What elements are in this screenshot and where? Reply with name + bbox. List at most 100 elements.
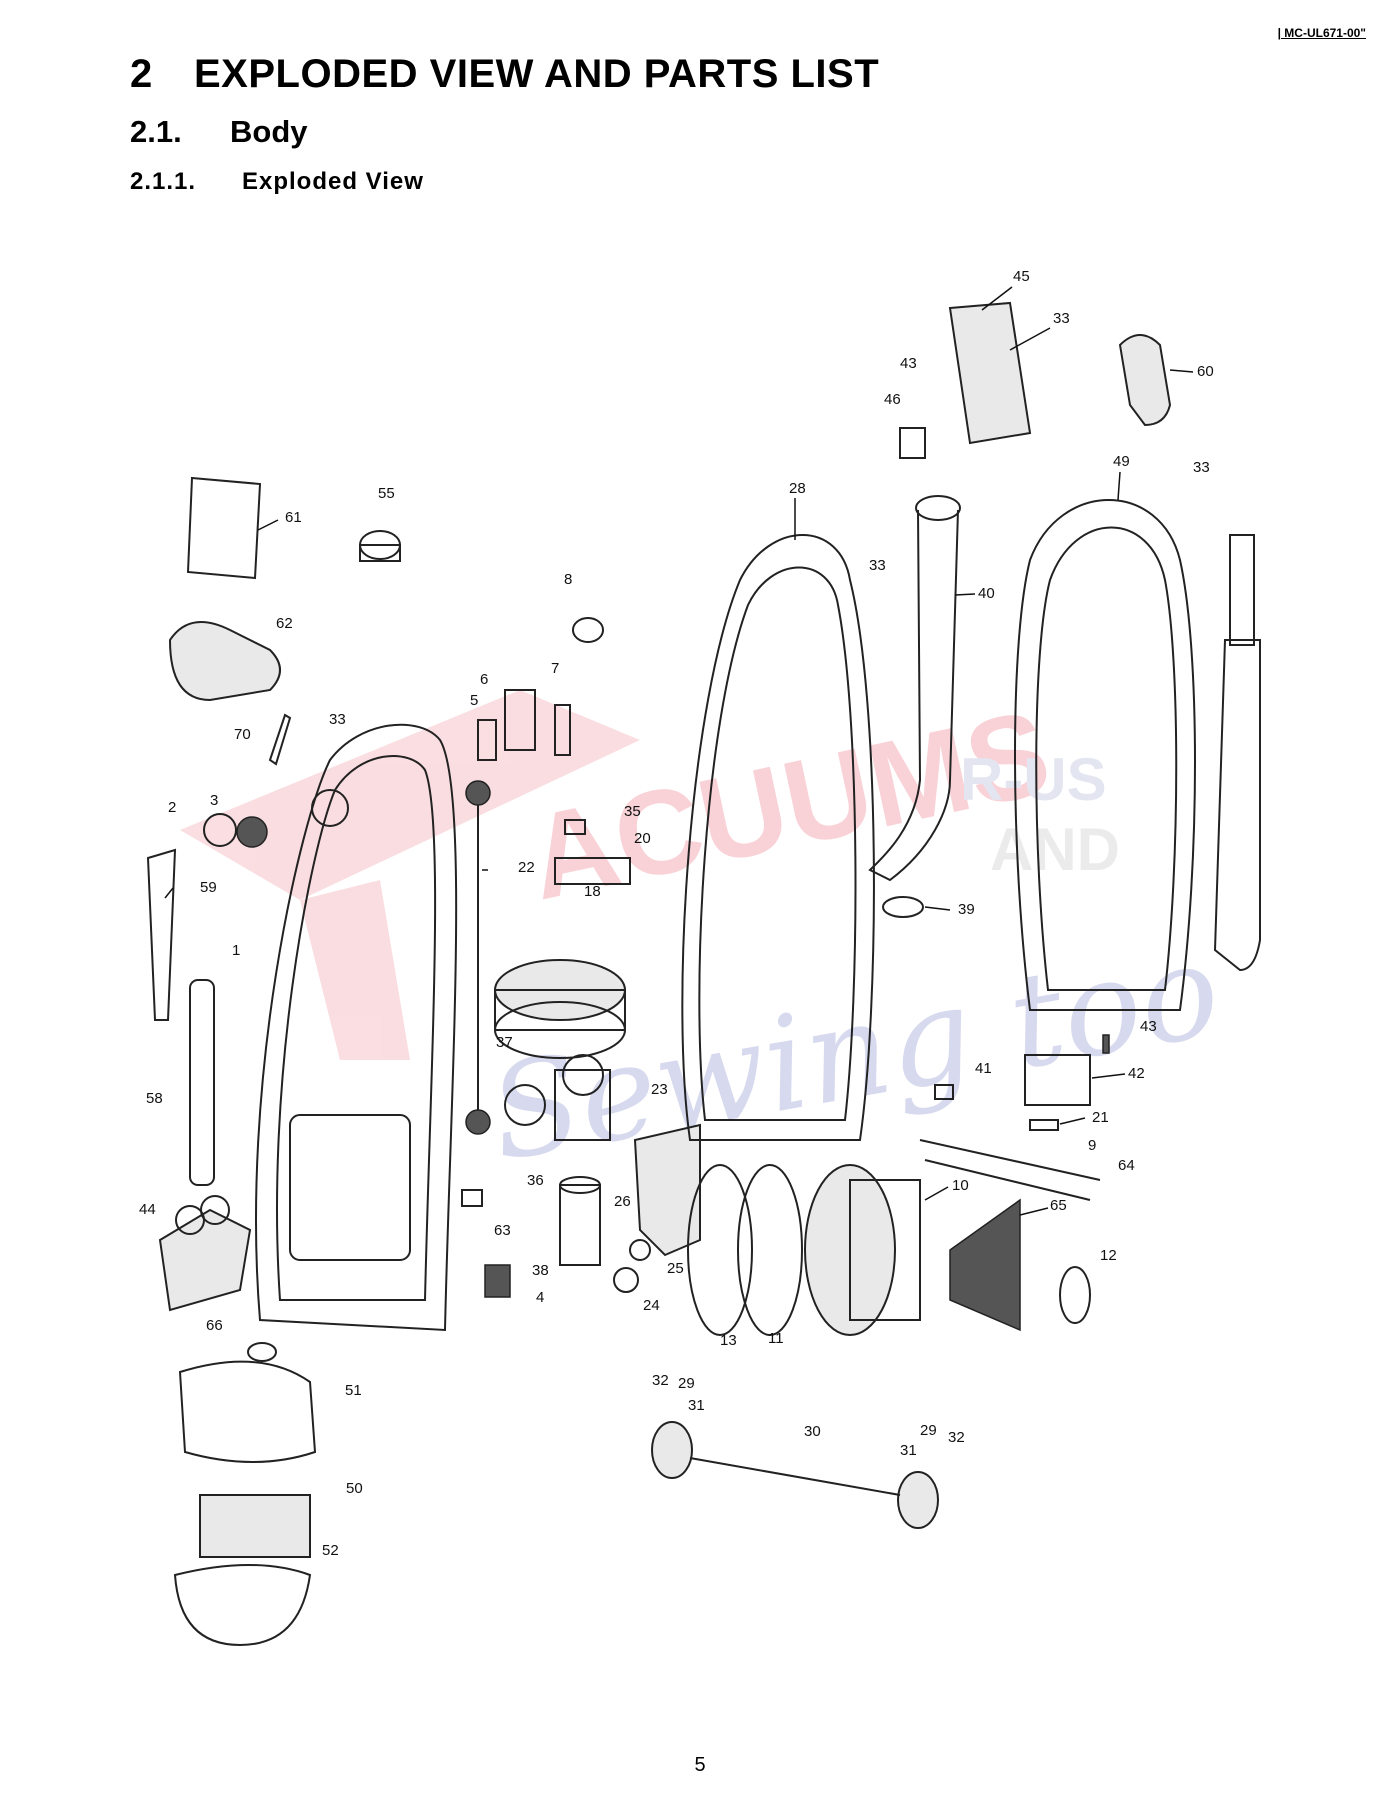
callout-46: 46 — [884, 391, 901, 408]
callout-8: 8 — [564, 571, 572, 588]
part-39 — [882, 896, 924, 918]
callout-55: 55 — [378, 485, 395, 502]
callout-21: 21 — [1092, 1109, 1109, 1126]
part-45-handle — [899, 301, 1032, 459]
callout-18: 18 — [584, 883, 601, 900]
callout-52: 52 — [322, 1542, 339, 1559]
callout-32: 32 — [652, 1372, 669, 1389]
callout-60: 60 — [1197, 363, 1214, 380]
part-36-37-38 — [504, 1054, 611, 1266]
part-40-tube — [868, 495, 961, 882]
callout-70: 70 — [234, 726, 251, 743]
callout-44: 44 — [139, 1201, 156, 1218]
callout-38: 38 — [532, 1262, 549, 1279]
callout-65: 65 — [1050, 1197, 1067, 1214]
callout-58: 58 — [146, 1090, 163, 1107]
svg-text:R-US: R-US — [960, 746, 1107, 813]
subsubsection-heading: 2.1.1.Exploded View — [130, 168, 424, 196]
callout-43: 43 — [900, 355, 917, 372]
part-70 — [268, 713, 292, 766]
part-66-51-50-52 — [173, 1342, 317, 1647]
callout-26: 26 — [614, 1193, 631, 1210]
part-28-housing — [681, 534, 875, 1141]
part-9-64-wires — [919, 1139, 1101, 1201]
callout-1: 1 — [232, 942, 240, 959]
callout-41: 41 — [975, 1060, 992, 1077]
callout-2: 2 — [168, 799, 176, 816]
part-hose — [1213, 534, 1261, 972]
part-13-11-10-motor — [687, 1164, 921, 1336]
part-49-housing — [1014, 499, 1196, 1011]
callout-9: 9 — [1088, 1137, 1096, 1154]
part-55 — [359, 530, 401, 562]
callout-61: 61 — [285, 509, 302, 526]
callout-29b: 29 — [920, 1422, 937, 1439]
callout-62: 62 — [276, 615, 293, 632]
part-41-42-43-21 — [934, 1034, 1110, 1131]
callout-labels: 45 33 43 46 60 49 33 28 33 40 61 55 8 62… — [139, 268, 1214, 1559]
part-44 — [158, 1195, 252, 1312]
callout-30: 30 — [804, 1423, 821, 1440]
callout-4: 4 — [536, 1289, 544, 1306]
callout-45: 45 — [1013, 268, 1030, 285]
callout-50: 50 — [346, 1480, 363, 1497]
part-59 — [146, 848, 177, 1021]
subsection-number: 2.1. — [130, 114, 182, 149]
callout-3: 3 — [210, 792, 218, 809]
callout-40: 40 — [978, 585, 995, 602]
callout-64: 64 — [1118, 1157, 1135, 1174]
callout-37: 37 — [496, 1034, 513, 1051]
callout-33: 33 — [1053, 310, 1070, 327]
subsection-heading: 2.1. Body — [130, 114, 308, 150]
section-number: 2 — [130, 52, 153, 96]
part-58-tube — [189, 979, 215, 1186]
callout-13: 13 — [720, 1332, 737, 1349]
exploded-view-diagram: ACUUMS R-US AND Sewing too — [139, 268, 1261, 1647]
callout-39: 39 — [958, 901, 975, 918]
part-18-fan — [494, 959, 626, 1059]
callout-51: 51 — [345, 1382, 362, 1399]
callout-32b: 32 — [948, 1429, 965, 1446]
part-2-3-rings — [203, 813, 268, 848]
part-4-63-24-26 — [461, 1189, 651, 1298]
part-5-6-7 — [477, 689, 571, 761]
page-number: 5 — [694, 1754, 706, 1776]
callout-10: 10 — [952, 1177, 969, 1194]
part-61-manual — [186, 476, 279, 580]
part-65-12 — [949, 1198, 1091, 1332]
callout-59: 59 — [200, 879, 217, 896]
callout-33c: 33 — [869, 557, 886, 574]
part-1-body — [255, 723, 458, 1332]
callout-11: 11 — [768, 1330, 784, 1347]
subsection-title: Body — [230, 114, 308, 149]
callout-42: 42 — [1128, 1065, 1145, 1082]
subsubsection-number: 2.1.1. — [130, 168, 197, 195]
callout-22: 22 — [518, 859, 535, 876]
part-8-oring — [572, 617, 604, 643]
callout-24: 24 — [643, 1297, 660, 1314]
callout-35: 35 — [624, 803, 641, 820]
callout-36: 36 — [527, 1172, 544, 1189]
part-22 — [465, 780, 491, 1135]
callout-23: 23 — [651, 1081, 668, 1098]
callout-7: 7 — [551, 660, 559, 677]
part-29-30-31-32-wheels — [651, 1421, 939, 1529]
callout-20: 20 — [634, 830, 651, 847]
leader-lines — [164, 286, 1194, 1216]
callout-66: 66 — [206, 1317, 223, 1334]
callout-25: 25 — [667, 1260, 684, 1277]
part-35-20 — [554, 819, 631, 885]
callout-12: 12 — [1100, 1247, 1117, 1264]
callout-5: 5 — [470, 692, 478, 709]
callout-49: 49 — [1113, 453, 1130, 470]
document-code: | MC-UL671-00" — [1277, 26, 1366, 40]
callout-29: 29 — [678, 1375, 695, 1392]
callout-31: 31 — [688, 1397, 705, 1414]
part-23-cover — [633, 1123, 701, 1257]
callout-6: 6 — [480, 671, 488, 688]
callout-33d: 33 — [329, 711, 346, 728]
callout-31b: 31 — [900, 1442, 917, 1459]
callout-63: 63 — [494, 1222, 511, 1239]
part-60-tool — [1118, 334, 1172, 427]
